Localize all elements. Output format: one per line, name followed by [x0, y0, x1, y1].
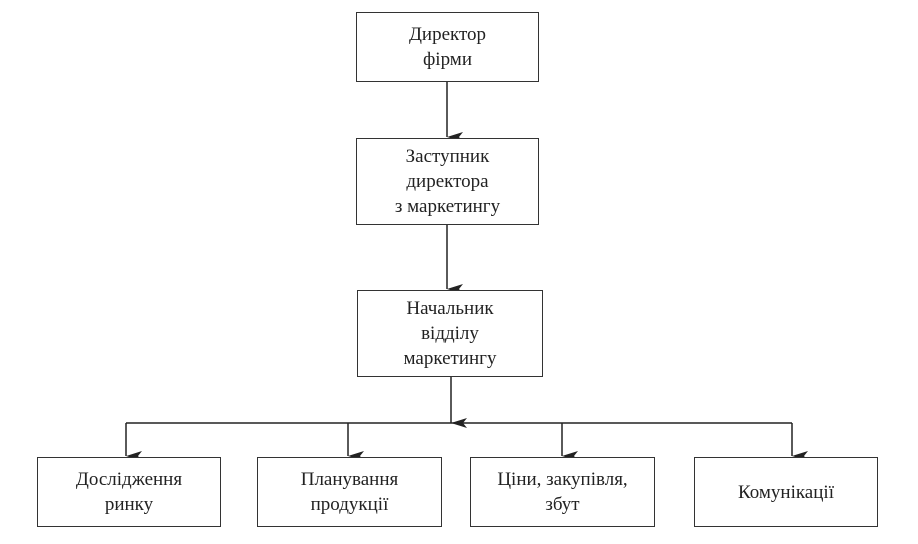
node-label-line: Заступник — [405, 146, 490, 167]
node-label-line: Планування — [300, 469, 399, 490]
node-label-line: фірми — [423, 49, 472, 70]
node-label-line: маркетингу — [403, 348, 497, 369]
node-label-line: продукції — [310, 494, 389, 515]
node-market-research: Дослідження ринку — [37, 457, 221, 527]
node-prices-purchasing-sales: Ціни, закупівля, збут — [470, 457, 655, 527]
node-label-line: відділу — [421, 323, 479, 344]
node-label-line: Дослідження — [75, 469, 183, 490]
node-label-line: Директор — [408, 24, 487, 45]
node-communications: Комунікації — [694, 457, 878, 527]
node-director: Директор фірми — [356, 12, 539, 82]
node-label-line: з маркетингу — [394, 196, 501, 217]
node-label-line: Начальник — [406, 298, 494, 319]
node-label-line: Ціни, закупівля, — [497, 469, 628, 490]
node-deputy-director: Заступник директора з маркетингу — [356, 138, 539, 225]
node-label-line: директора — [406, 171, 489, 192]
node-product-planning: Планування продукції — [257, 457, 442, 527]
node-label-line: Комунікації — [738, 481, 834, 503]
node-label-line: ринку — [104, 494, 154, 515]
node-marketing-head: Начальник відділу маркетингу — [357, 290, 543, 377]
node-label-line: збут — [545, 494, 580, 515]
